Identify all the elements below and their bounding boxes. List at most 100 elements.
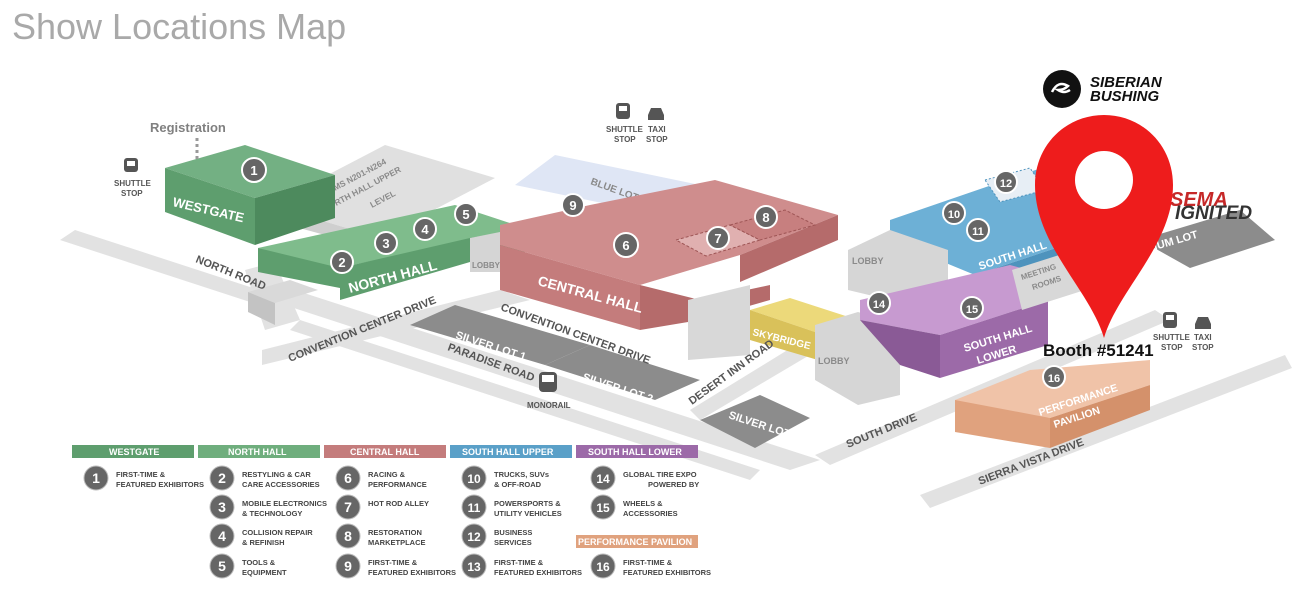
page-title: Show Locations Map <box>12 6 347 47</box>
legend-badge <box>335 553 361 579</box>
south-lobby-upper <box>848 230 948 300</box>
svg-text:1: 1 <box>250 163 257 178</box>
legend-item-line-2: EQUIPMENT <box>242 568 287 577</box>
platinum-lot <box>1140 210 1275 268</box>
shuttle-stop-west-1: SHUTTLE <box>114 179 152 188</box>
svg-text:4: 4 <box>421 222 429 237</box>
legend-badge-number: 11 <box>468 501 481 515</box>
central-hall-front <box>500 245 640 330</box>
legend-item-line-1: POWERSPORTS & <box>494 499 561 508</box>
legend-badge-number: 9 <box>344 558 352 574</box>
legend-item-line-2: UTILITY VEHICLES <box>494 509 562 518</box>
paradise-road-strip <box>290 320 760 480</box>
legend-header-central-hall-label: CENTRAL HALL <box>350 447 420 457</box>
badge-6[interactable]: 6 <box>613 232 639 258</box>
legend-item-11: 11 POWERSPORTS &UTILITY VEHICLES <box>461 494 562 520</box>
badge-2[interactable]: 2 <box>330 250 354 274</box>
north-lobby <box>470 232 500 272</box>
legend-item-line-1: TRUCKS, SUVs <box>494 470 549 479</box>
legend-item-line-1: FIRST-TIME & <box>368 558 418 567</box>
sema-ignited-label-1: SEMA <box>1170 189 1228 211</box>
svg-text:9: 9 <box>569 198 576 213</box>
legend-header-performance-pavilion <box>576 535 698 548</box>
westgate-front <box>165 168 255 245</box>
badge-16[interactable]: 16 <box>1042 365 1066 389</box>
legend-badge <box>209 523 235 549</box>
legend-badge <box>335 465 361 491</box>
sema-ignited-label-2: IGNITED <box>1175 203 1252 224</box>
skybridge-front <box>750 310 818 360</box>
legend-header-central-hall <box>324 445 446 458</box>
legend-item-line-2: & REFINISH <box>242 538 285 547</box>
taxi-stop-central-1: TAXI <box>648 125 666 134</box>
svg-text:6: 6 <box>622 238 629 253</box>
badge-7[interactable]: 7 <box>706 226 730 250</box>
badge-14[interactable]: 14 <box>867 291 891 315</box>
location-pin-icon[interactable] <box>1035 115 1173 338</box>
legend-header-south-hall-upper-label: SOUTH HALL UPPER <box>462 447 554 457</box>
logo-line-1: SIBERIAN <box>1090 74 1163 91</box>
badge-3[interactable]: 3 <box>374 231 398 255</box>
badge-10[interactable]: 10 <box>942 201 966 225</box>
legend-badge-number: 13 <box>467 560 481 574</box>
legend-item-line-2: FEATURED EXHIBITORS <box>494 568 582 577</box>
legend-badge <box>590 494 616 520</box>
taxi-icon <box>648 108 664 120</box>
svg-text:15: 15 <box>966 304 978 316</box>
legend-item-line-1: RESTORATION <box>368 528 422 537</box>
legend-item-line-2: FEATURED EXHIBITORS <box>623 568 711 577</box>
badge-9[interactable]: 9 <box>561 193 585 217</box>
svg-text:2: 2 <box>338 255 345 270</box>
legend-item-line-1: COLLISION REPAIR <box>242 528 313 537</box>
legend-badge <box>335 523 361 549</box>
north-hall-front-left <box>258 248 340 288</box>
booth-label: Booth #51241 <box>1043 341 1154 360</box>
svg-text:3: 3 <box>382 236 389 251</box>
shuttle-stop-central-2: STOP <box>614 135 636 144</box>
svg-text:11: 11 <box>972 226 984 238</box>
legend-badge <box>590 465 616 491</box>
bus-icon <box>616 103 630 119</box>
sierra-vista-drive-strip <box>920 355 1292 508</box>
registration-label: Registration <box>150 120 226 135</box>
legend-item-line-2: & OFF-ROAD <box>494 480 542 489</box>
legend-item-line-1: MOBILE ELECTRONICS <box>242 499 327 508</box>
legend-header-south-hall-lower-label: SOUTH HALL LOWER <box>588 447 682 457</box>
legend: WESTGATE NORTH HALL CENTRAL HALL SOUTH H… <box>72 445 698 548</box>
legend-item-line-1: FIRST-TIME & <box>623 558 673 567</box>
legend-badge <box>209 553 235 579</box>
legend-item-line-2: SERVICES <box>494 538 532 547</box>
legend-badge <box>209 465 235 491</box>
legend-header-south-hall-upper <box>450 445 572 458</box>
badge-8[interactable]: 8 <box>754 205 778 229</box>
silver-lot-3 <box>700 395 810 448</box>
legend-badge <box>335 494 361 520</box>
badge-1[interactable]: 1 <box>241 157 267 183</box>
north-hall-front <box>340 238 470 300</box>
legend-item-line-2: PERFORMANCE <box>368 480 427 489</box>
shuttle-stop-central-1: SHUTTLE <box>606 125 644 134</box>
legend-item-line-1: RACING & <box>368 470 406 479</box>
badge-15[interactable]: 15 <box>960 296 984 320</box>
badge-12[interactable]: 12 <box>994 170 1018 194</box>
north-road-strip <box>60 230 290 315</box>
legend-header-north-hall <box>198 445 320 458</box>
svg-text:7: 7 <box>714 231 721 246</box>
legend-badge-number: 15 <box>596 501 610 515</box>
monorail-label: MONORAIL <box>527 401 571 410</box>
legend-item-line-1: WHEELS & <box>623 499 663 508</box>
badge-11[interactable]: 11 <box>966 218 990 242</box>
south-lobby-lower-label: LOBBY <box>818 356 850 366</box>
badge-4[interactable]: 4 <box>413 217 437 241</box>
badge-5[interactable]: 5 <box>454 202 478 226</box>
map-badges: 1 2 3 4 5 6 7 8 9 10 11 12 14 15 16 <box>241 157 1066 389</box>
legend-badge-number: 14 <box>596 472 610 486</box>
legend-badge <box>461 494 487 520</box>
